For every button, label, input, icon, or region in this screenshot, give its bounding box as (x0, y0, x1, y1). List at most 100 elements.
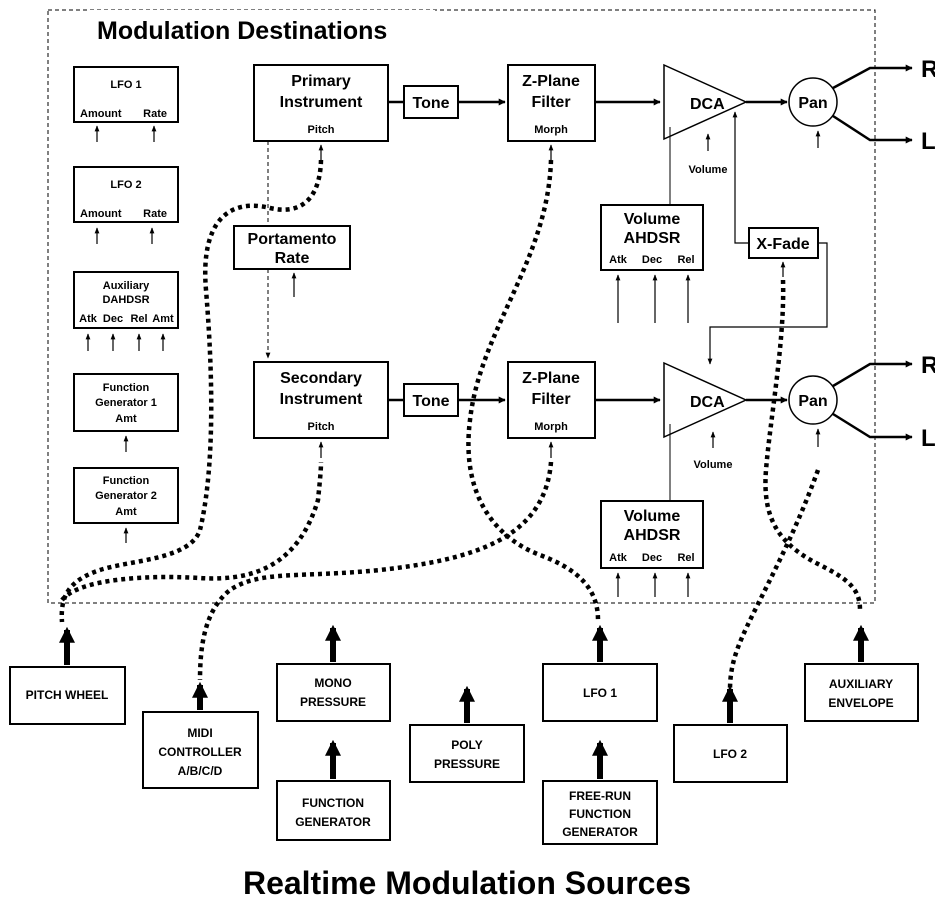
cord-midi-to-filter-morph-lower (197, 461, 554, 681)
source-free-run-function-generator: FREE-RUN FUNCTION GENERATOR (542, 739, 658, 845)
pan-left-output-upper (832, 114, 913, 144)
pan-circle-lower (788, 375, 838, 425)
fg1-title-line1: Function (103, 382, 150, 394)
volume-env-rel-upper: Rel (677, 254, 694, 266)
primary-pitch-label: Pitch (308, 124, 335, 136)
volume-env-dec-upper: Dec (642, 254, 662, 266)
function-generator-2-block: Function Generator 2 Amt (73, 467, 179, 543)
aux-title-line1: Auxiliary (103, 280, 150, 292)
cord-lfo2-to-pan-lower (727, 469, 821, 691)
volume-env-title-line2-lower: AHDSR (624, 527, 681, 544)
aux-dec-label: Dec (103, 313, 123, 325)
source-function-generator: FUNCTION GENERATOR (276, 739, 391, 841)
dca-volume-label-upper: Volume (689, 164, 728, 176)
portamento-title-line1: Portamento (248, 231, 337, 248)
primary-instrument-block: Primary Instrument Pitch (253, 64, 389, 142)
filter-morph-label-upper: Morph (534, 124, 568, 136)
dca-upper: DCA (663, 63, 748, 141)
mono-pressure-box (276, 663, 391, 722)
volume-ahdsr-box-upper (600, 204, 704, 271)
secondary-instrument-block: Secondary Instrument Pitch (253, 361, 389, 439)
lfo2-rate-label: Rate (143, 208, 167, 220)
function-generator-label-line1: FUNCTION (302, 796, 364, 810)
aux-dahdsr-box (73, 271, 179, 329)
portamento-box (233, 225, 351, 270)
cord-pitch-wheel-to-secondary-pitch (60, 461, 324, 602)
xfade-to-dca-lower (707, 242, 828, 365)
secondary-title-line2: Instrument (280, 391, 363, 408)
destinations-title: Modulation Destinations (97, 17, 387, 45)
xfade-to-dca-upper (732, 111, 749, 244)
filter-box-upper (507, 64, 596, 142)
volume-ahdsr-upper: Volume AHDSR Atk Dec Rel (600, 204, 704, 271)
aux-envelope-label-line2: ENVELOPE (828, 696, 893, 710)
dca-lower: DCA (663, 361, 748, 439)
tone-block-lower: Tone (403, 383, 459, 417)
source-lfo2: LFO 2 (673, 685, 788, 783)
title-backdrop (90, 10, 435, 44)
midi-box (142, 711, 259, 789)
pan-right-output-lower (832, 360, 913, 388)
free-run-label-line1: FREE-RUN (569, 789, 631, 803)
filter-title-line2-upper: Filter (531, 94, 570, 111)
lfo1-block: LFO 1 Amount Rate (73, 66, 179, 142)
midi-label-line1: MIDI (187, 726, 212, 740)
destinations-frame (47, 9, 876, 604)
volume-env-title-line1-lower: Volume (624, 508, 681, 525)
aux-envelope-box (804, 663, 919, 722)
source-poly-pressure: POLY PRESSURE (409, 685, 525, 783)
filter-block-lower: Z-Plane Filter Morph (507, 361, 596, 439)
dca-volume-label-lower: Volume (694, 459, 733, 471)
pitch-wheel-box (9, 666, 126, 725)
xfade-block: X-Fade (748, 227, 819, 259)
fg2-amt-label: Amt (115, 506, 137, 518)
fg2-box (73, 467, 179, 524)
secondary-instrument-box (253, 361, 389, 439)
fg2-title-line2: Generator 2 (95, 490, 157, 502)
primary-instrument-box (253, 64, 389, 142)
cord-aux-envelope-to-xfade (763, 279, 863, 611)
output-l-upper: L (921, 128, 935, 155)
fg1-box (73, 373, 179, 432)
fg1-amt-label: Amt (115, 413, 137, 425)
pan-label-upper: Pan (798, 95, 827, 112)
source-midi-controller: MIDI CONTROLLER A/B/C/D (142, 681, 259, 789)
lfo2-block: LFO 2 Amount Rate (73, 166, 179, 244)
volume-ahdsr-box-lower (600, 500, 704, 569)
pitch-wheel-label: PITCH WHEEL (26, 688, 109, 702)
source-lfo1: LFO 1 (542, 624, 658, 722)
cord-pitch-wheel-to-primary-pitch (59, 159, 324, 623)
pan-label-lower: Pan (798, 393, 827, 410)
tone-box-upper (403, 85, 459, 119)
pan-right-output-upper (832, 64, 913, 90)
tone-label-lower: Tone (412, 393, 449, 410)
dca-label-upper: DCA (690, 96, 725, 113)
filter-title-line2-lower: Filter (531, 391, 570, 408)
volume-env-dec-lower: Dec (642, 552, 662, 564)
filter-block-upper: Z-Plane Filter Morph (507, 64, 596, 142)
volume-env-atk-lower: Atk (609, 552, 628, 564)
lfo2-title: LFO 2 (110, 179, 141, 191)
tone-block-upper: Tone (403, 85, 459, 119)
lfo1-source-label: LFO 1 (583, 686, 617, 700)
poly-pressure-label-line2: PRESSURE (434, 757, 500, 771)
poly-pressure-box (409, 724, 525, 783)
poly-pressure-label-line1: POLY (451, 738, 483, 752)
aux-title-line2: DAHDSR (102, 294, 149, 306)
tone-label-upper: Tone (412, 95, 449, 112)
lfo1-rate-label: Rate (143, 108, 167, 120)
function-generator-1-block: Function Generator 1 Amt (73, 373, 179, 452)
dca-label-lower: DCA (690, 394, 725, 411)
lfo1-title: LFO 1 (110, 79, 141, 91)
dca-triangle-upper (663, 63, 748, 141)
mono-pressure-label-line1: MONO (314, 676, 351, 690)
filter-title-line1-lower: Z-Plane (522, 370, 580, 387)
patch-cords (59, 159, 863, 691)
midi-label-line3: A/B/C/D (178, 764, 223, 778)
lfo2-box (73, 166, 179, 223)
filter-box-lower (507, 361, 596, 439)
source-auxiliary-envelope: AUXILIARY ENVELOPE (804, 624, 919, 722)
output-r-upper: R (921, 56, 935, 83)
volume-ahdsr-lower: Volume AHDSR Atk Dec Rel (600, 500, 704, 569)
